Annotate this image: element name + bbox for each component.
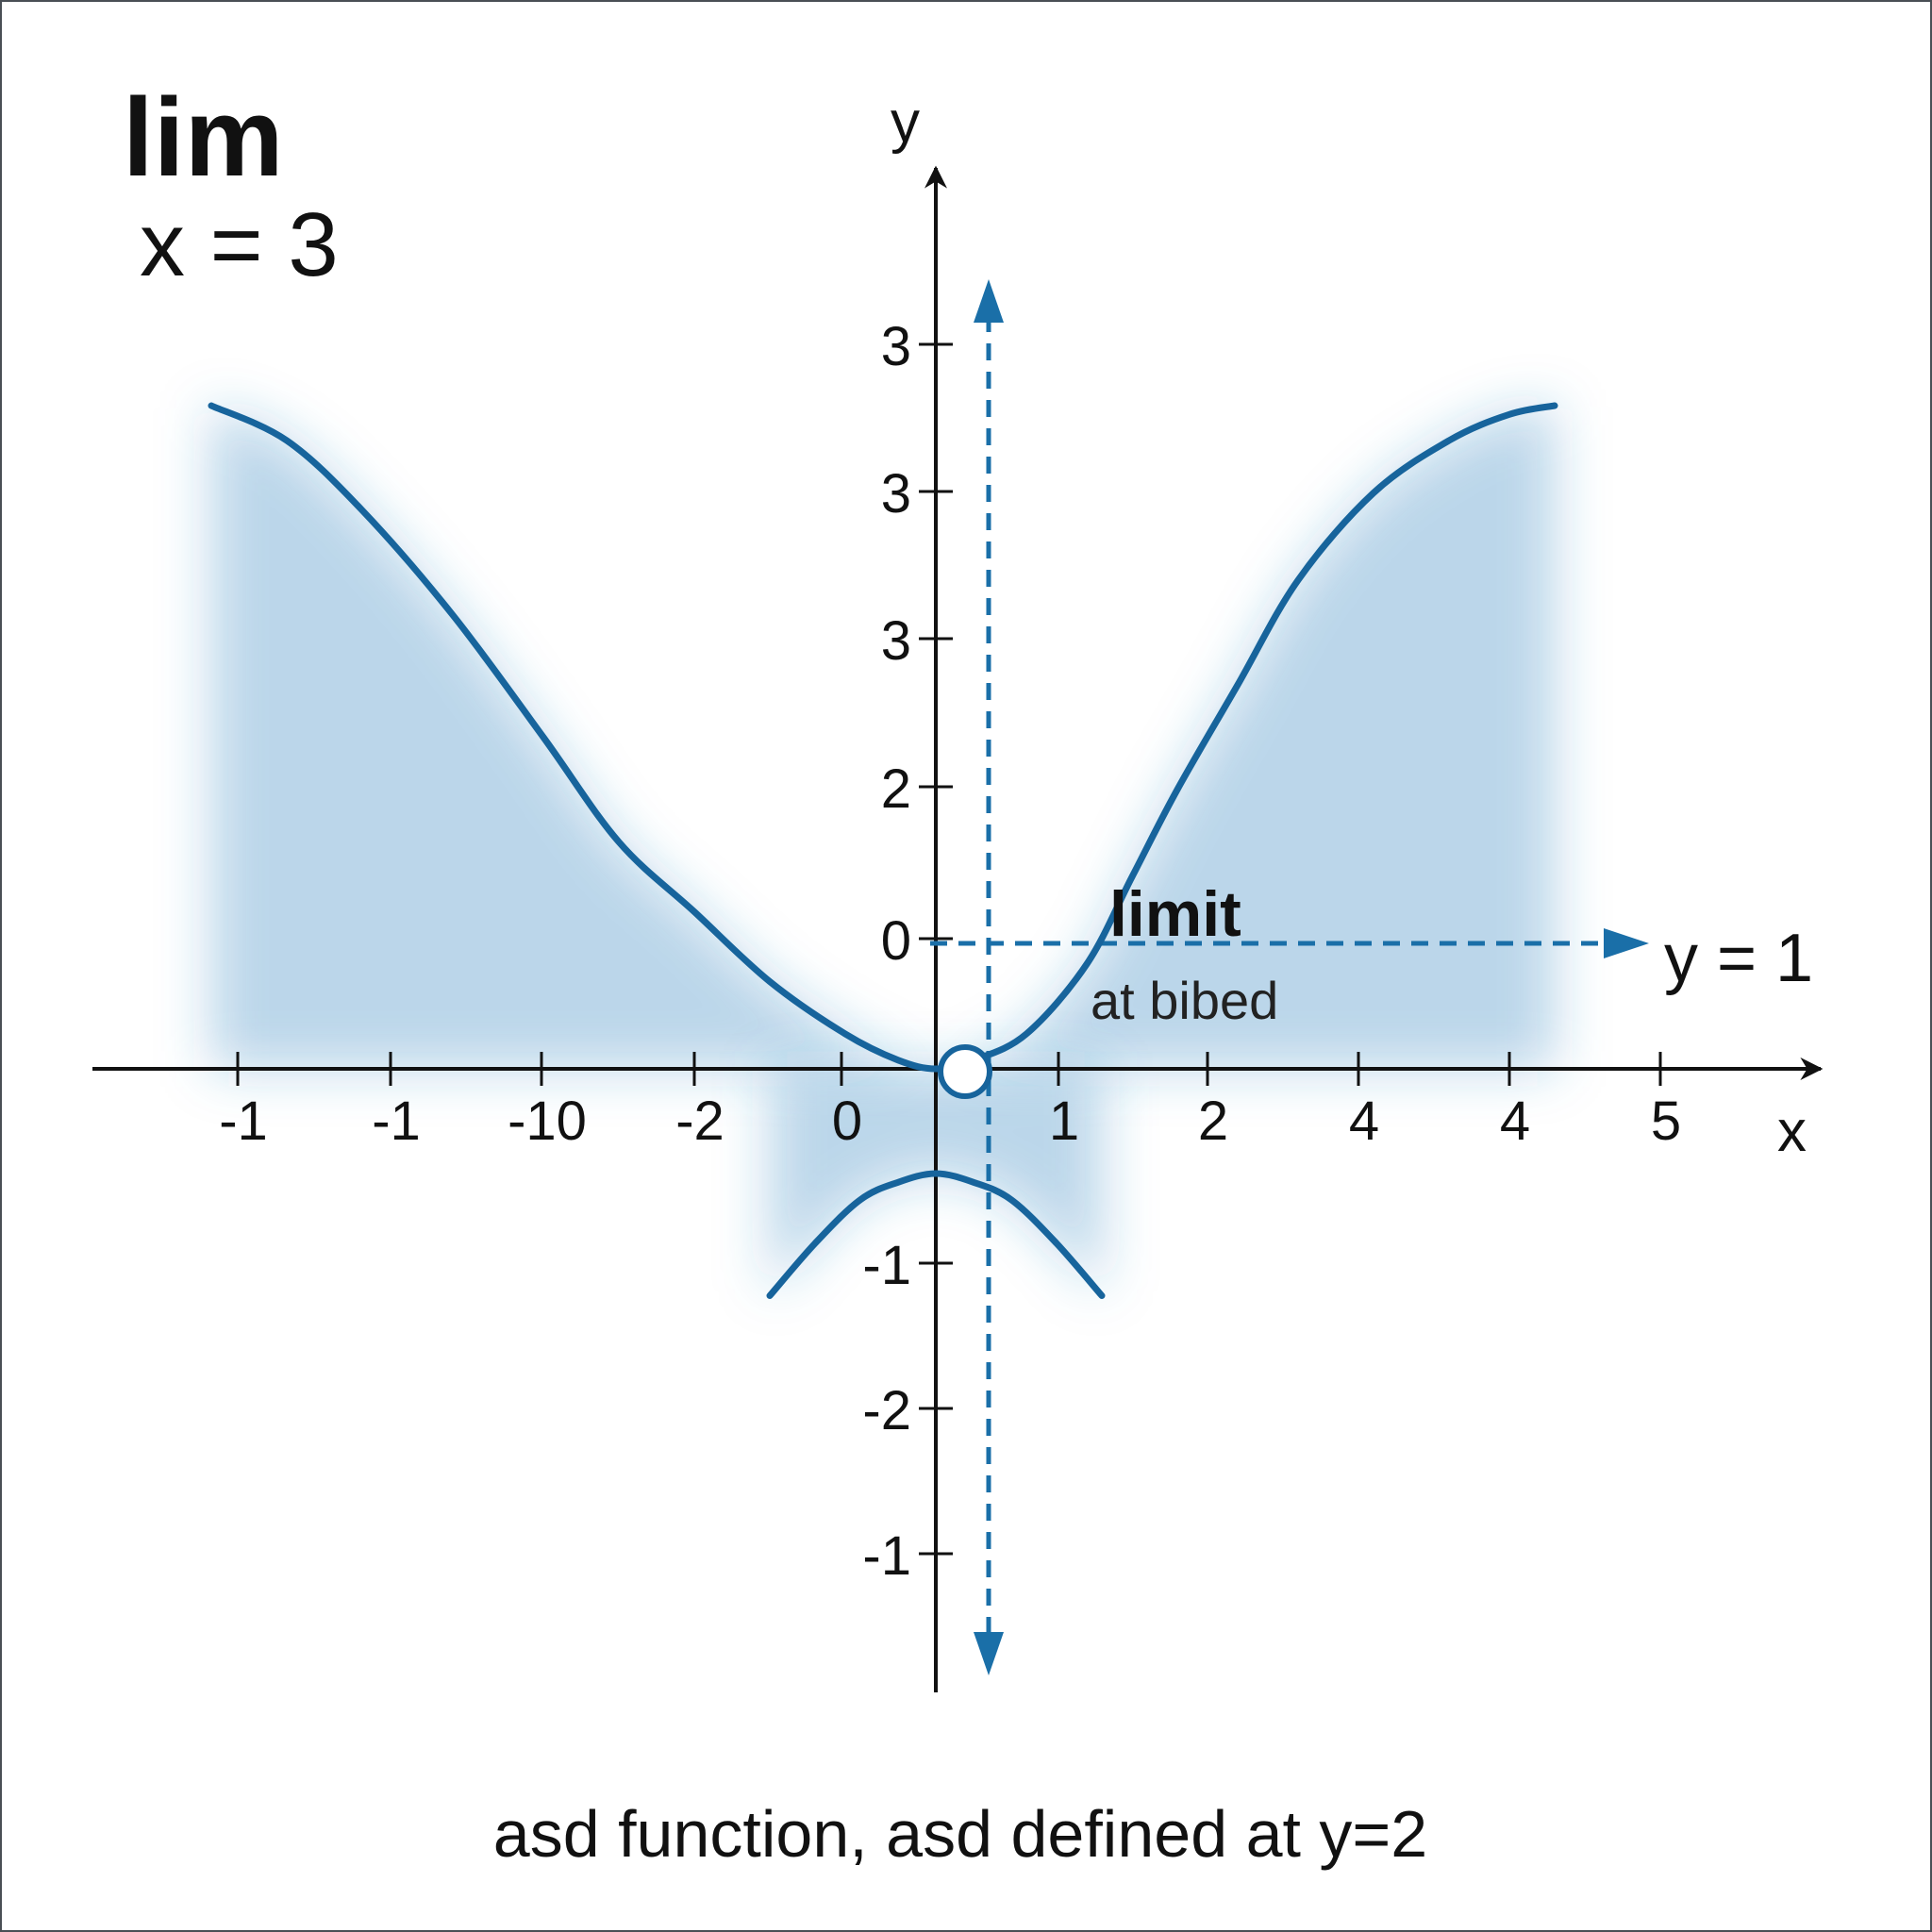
y-tick-label: 3: [881, 610, 911, 672]
chart-caption: asd function, asd defined at y=2: [493, 1797, 1427, 1871]
y-axis-label: y: [891, 90, 920, 155]
curve-shade-lower: [770, 1069, 1102, 1296]
y-tick-label: 3: [881, 316, 911, 377]
vertical-asymptote-arrow-down: [974, 1632, 1004, 1675]
y-tick-label: -1: [862, 1235, 911, 1296]
vertical-asymptote-arrow-up: [974, 279, 1004, 323]
x-tick-label: 0: [832, 1091, 862, 1152]
x-tick-label: 1: [1049, 1091, 1079, 1152]
y-tick-label: -2: [862, 1380, 911, 1441]
x-axis-label: x: [1777, 1099, 1807, 1164]
annotation-title: limit: [1109, 878, 1241, 950]
open-point-hole: [938, 1044, 992, 1099]
annotation-subtitle: at bibed: [1091, 971, 1278, 1030]
x-tick-label: 2: [1198, 1091, 1228, 1152]
curve-shade-upper: [211, 406, 1555, 1069]
curve-shading: [211, 406, 1555, 1296]
x-tick-label: -1: [219, 1091, 268, 1152]
asymptotes: [930, 279, 1649, 1675]
x-tick-label: -1: [372, 1091, 421, 1152]
horizontal-asymptote-arrow: [1604, 928, 1649, 958]
x-tick-label: -2: [675, 1091, 724, 1152]
horizontal-asymptote-label: y = 1: [1664, 921, 1813, 996]
x-tick-label: 4: [1349, 1091, 1379, 1152]
x-tick-label: -10: [508, 1091, 587, 1152]
y-tick-label: -1: [862, 1525, 911, 1587]
y-tick-label: 0: [881, 910, 911, 972]
curve-lower: [766, 1170, 1106, 1299]
chart-title: lim: [123, 75, 284, 200]
chart-subtitle: x = 3: [140, 194, 339, 295]
x-tick-label: 4: [1500, 1091, 1530, 1152]
y-tick-label: 3: [881, 463, 911, 525]
axis-ticks: -1 -1 -10 -2 0 1 2 4 4 5 3 3 3 2 0 -1 -2 -1: [219, 316, 1681, 1587]
y-tick-label: 2: [881, 758, 911, 820]
function-curves: [208, 402, 1558, 1299]
x-tick-label: 5: [1651, 1091, 1681, 1152]
